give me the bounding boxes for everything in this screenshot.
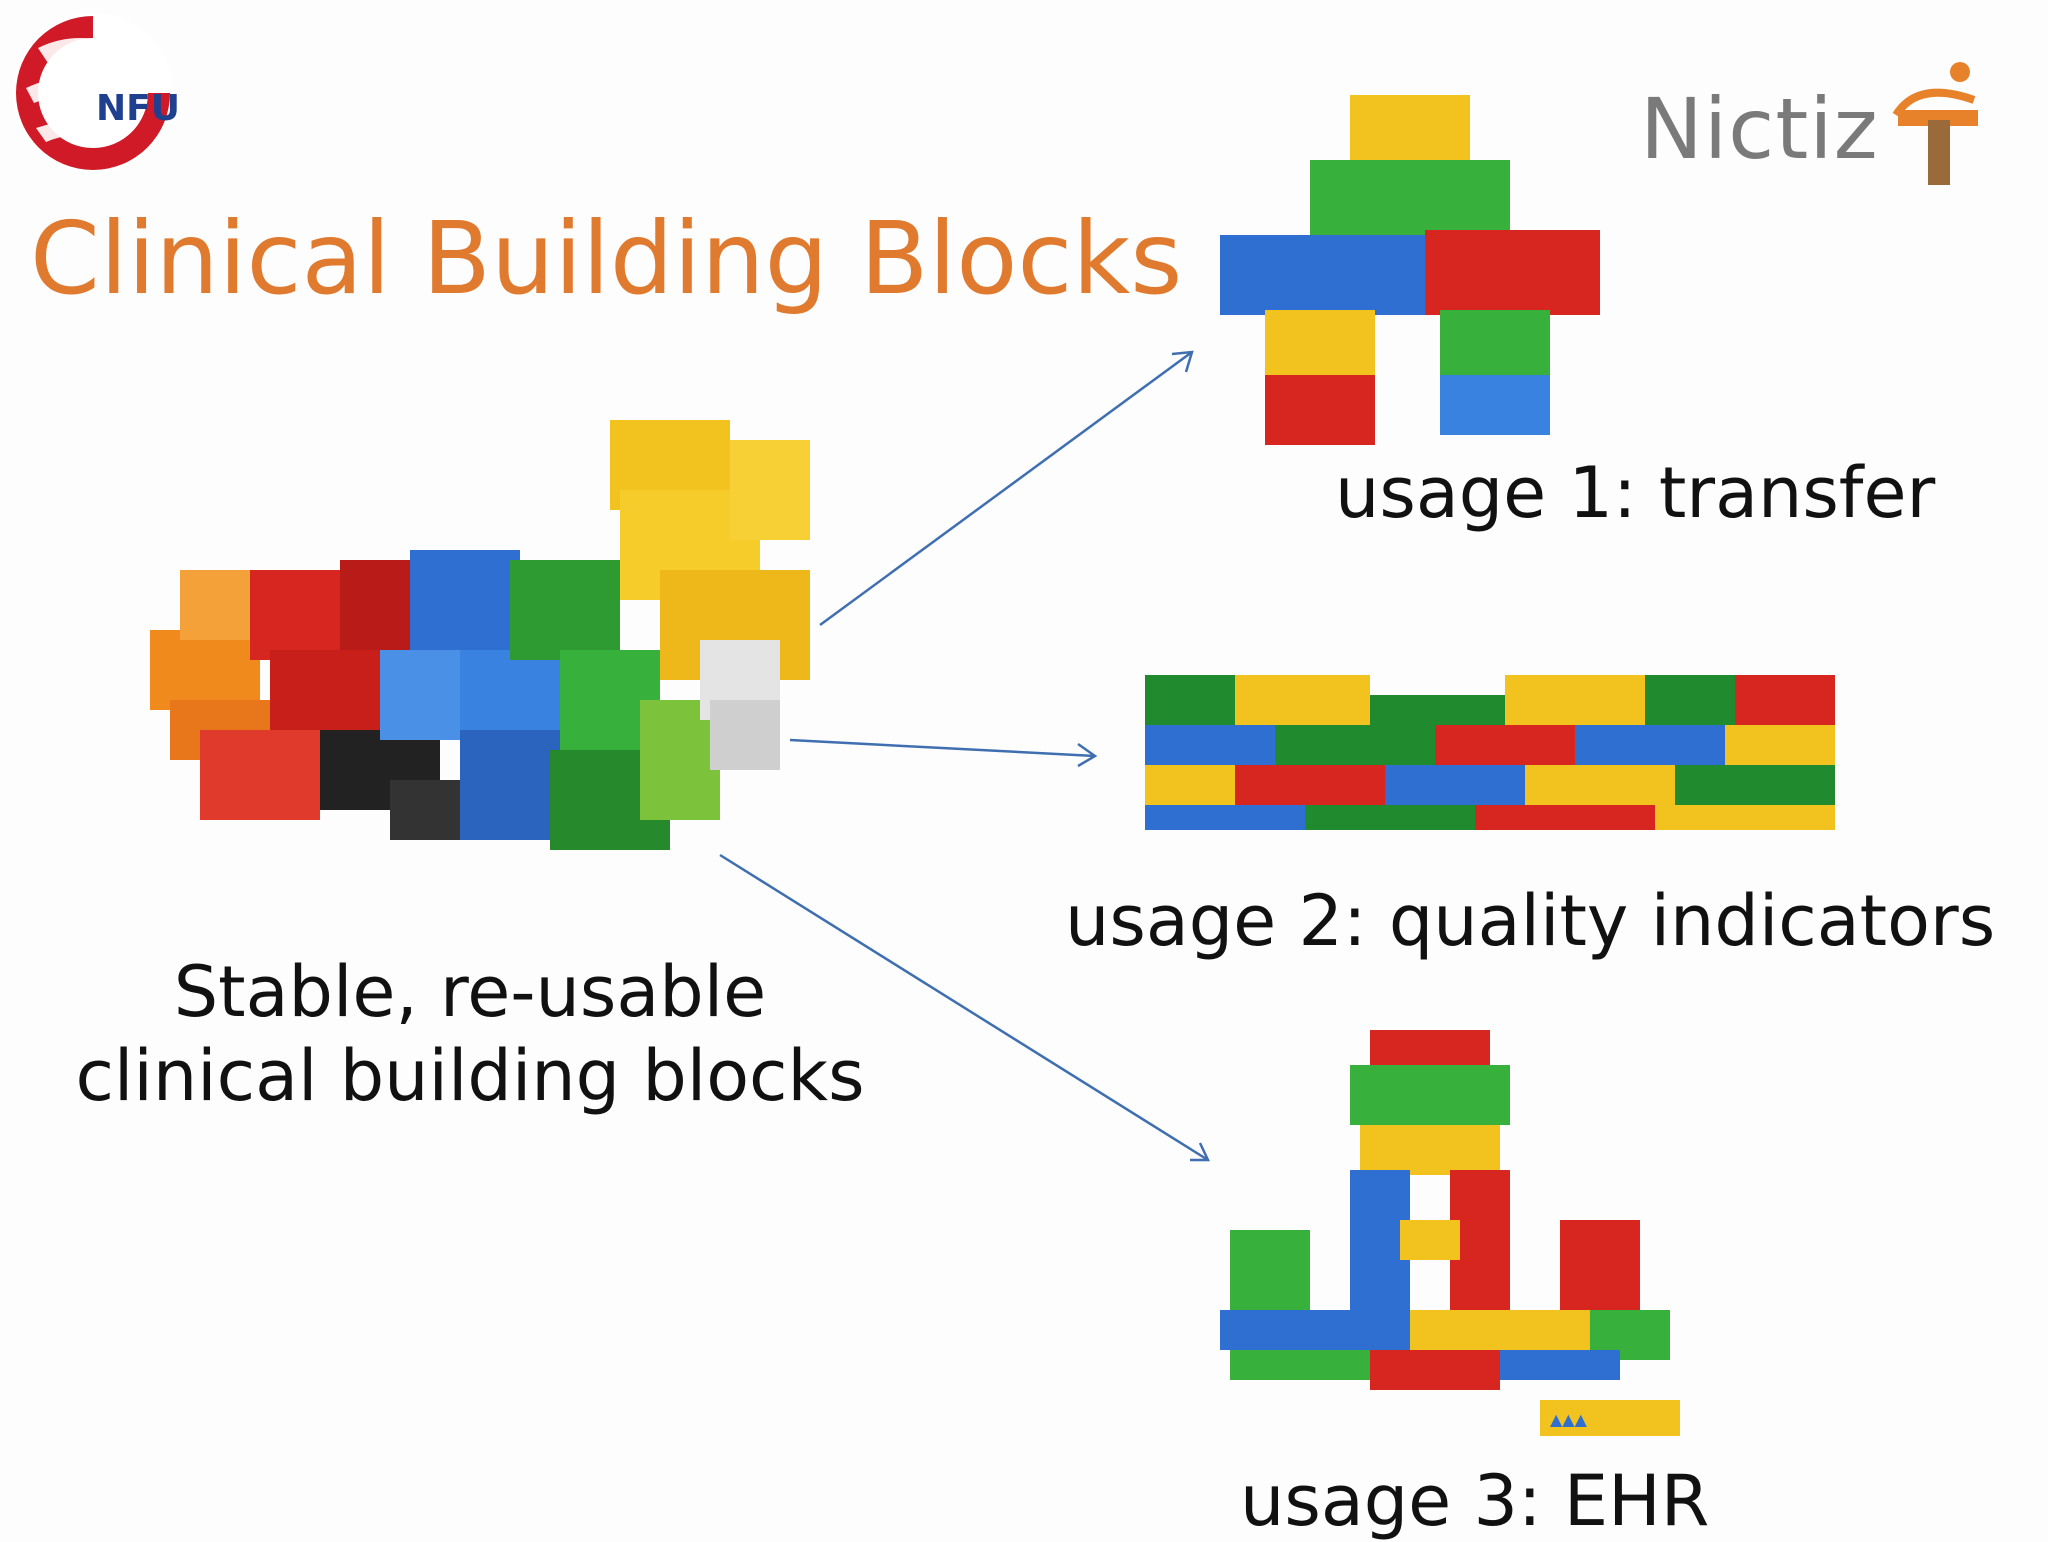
left-caption-line2: clinical building blocks xyxy=(75,1035,865,1117)
svg-text:▲▲▲: ▲▲▲ xyxy=(1550,1410,1588,1429)
nictiz-t-mark xyxy=(1892,62,1978,185)
black-bricks xyxy=(320,730,480,840)
usage2-image xyxy=(1145,675,1835,830)
usage2-caption: usage 2: quality indicators xyxy=(1065,880,1996,962)
yellow-bricks xyxy=(610,420,810,680)
green-bricks xyxy=(510,560,720,850)
usage1-caption: usage 1: transfer xyxy=(1335,452,1936,534)
left-caption-line1: Stable, re-usable xyxy=(173,951,767,1033)
red-bricks xyxy=(200,560,430,820)
usage3-caption: usage 3: EHR xyxy=(1240,1460,1710,1542)
nictiz-logo-text: Nictiz xyxy=(1640,80,1879,178)
nfu-logo-text: NFU xyxy=(96,88,178,129)
white-bricks xyxy=(700,640,780,770)
nfu-logo: NFU xyxy=(13,13,178,173)
arrow-to-usage1 xyxy=(819,350,1194,627)
usage3-image: ▲▲▲ xyxy=(1220,1030,1680,1436)
slide-title: Clinical Building Blocks xyxy=(30,200,1183,317)
usage1-image xyxy=(1220,95,1600,445)
brick-pile-image xyxy=(150,420,810,850)
nictiz-logo: Nictiz xyxy=(1640,60,2000,190)
left-caption: Stable, re-usable clinical building bloc… xyxy=(70,950,870,1118)
